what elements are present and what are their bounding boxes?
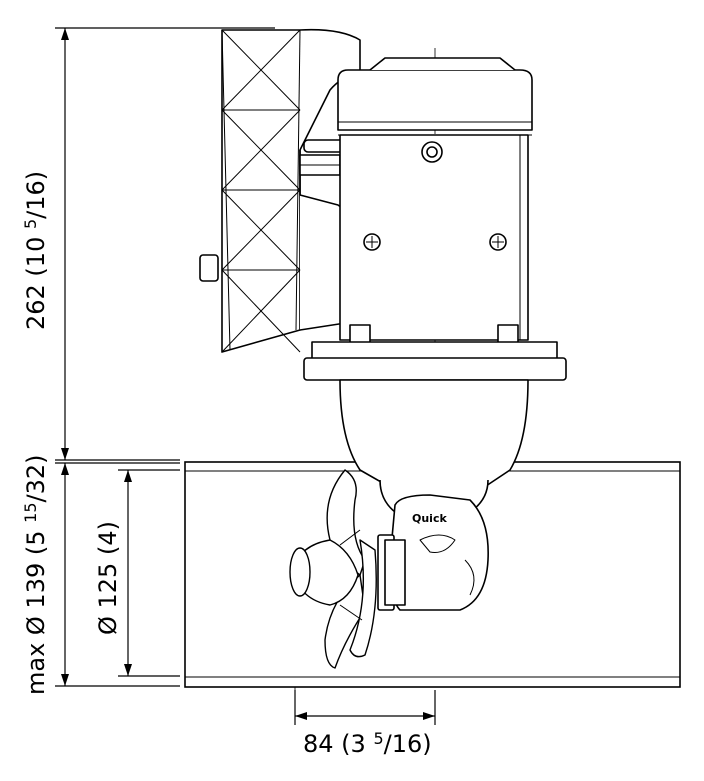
dimension-arrowheads <box>61 28 435 720</box>
dimension-lines <box>55 27 436 725</box>
electric-motor <box>303 57 567 381</box>
height-dimension-label: 262 (10 5/16) <box>21 171 50 330</box>
offset-dimension-label: 84 (3 5/16) <box>303 729 432 758</box>
tube-outer-diameter-label: max Ø 139 (5 15/32) <box>21 455 50 696</box>
brand-logo: Quick <box>412 512 447 525</box>
tube-inner-diameter-label: Ø 125 (4) <box>94 521 122 635</box>
motor-screws <box>349 141 519 344</box>
propeller <box>289 469 377 669</box>
gear-leg-housing <box>339 379 529 611</box>
